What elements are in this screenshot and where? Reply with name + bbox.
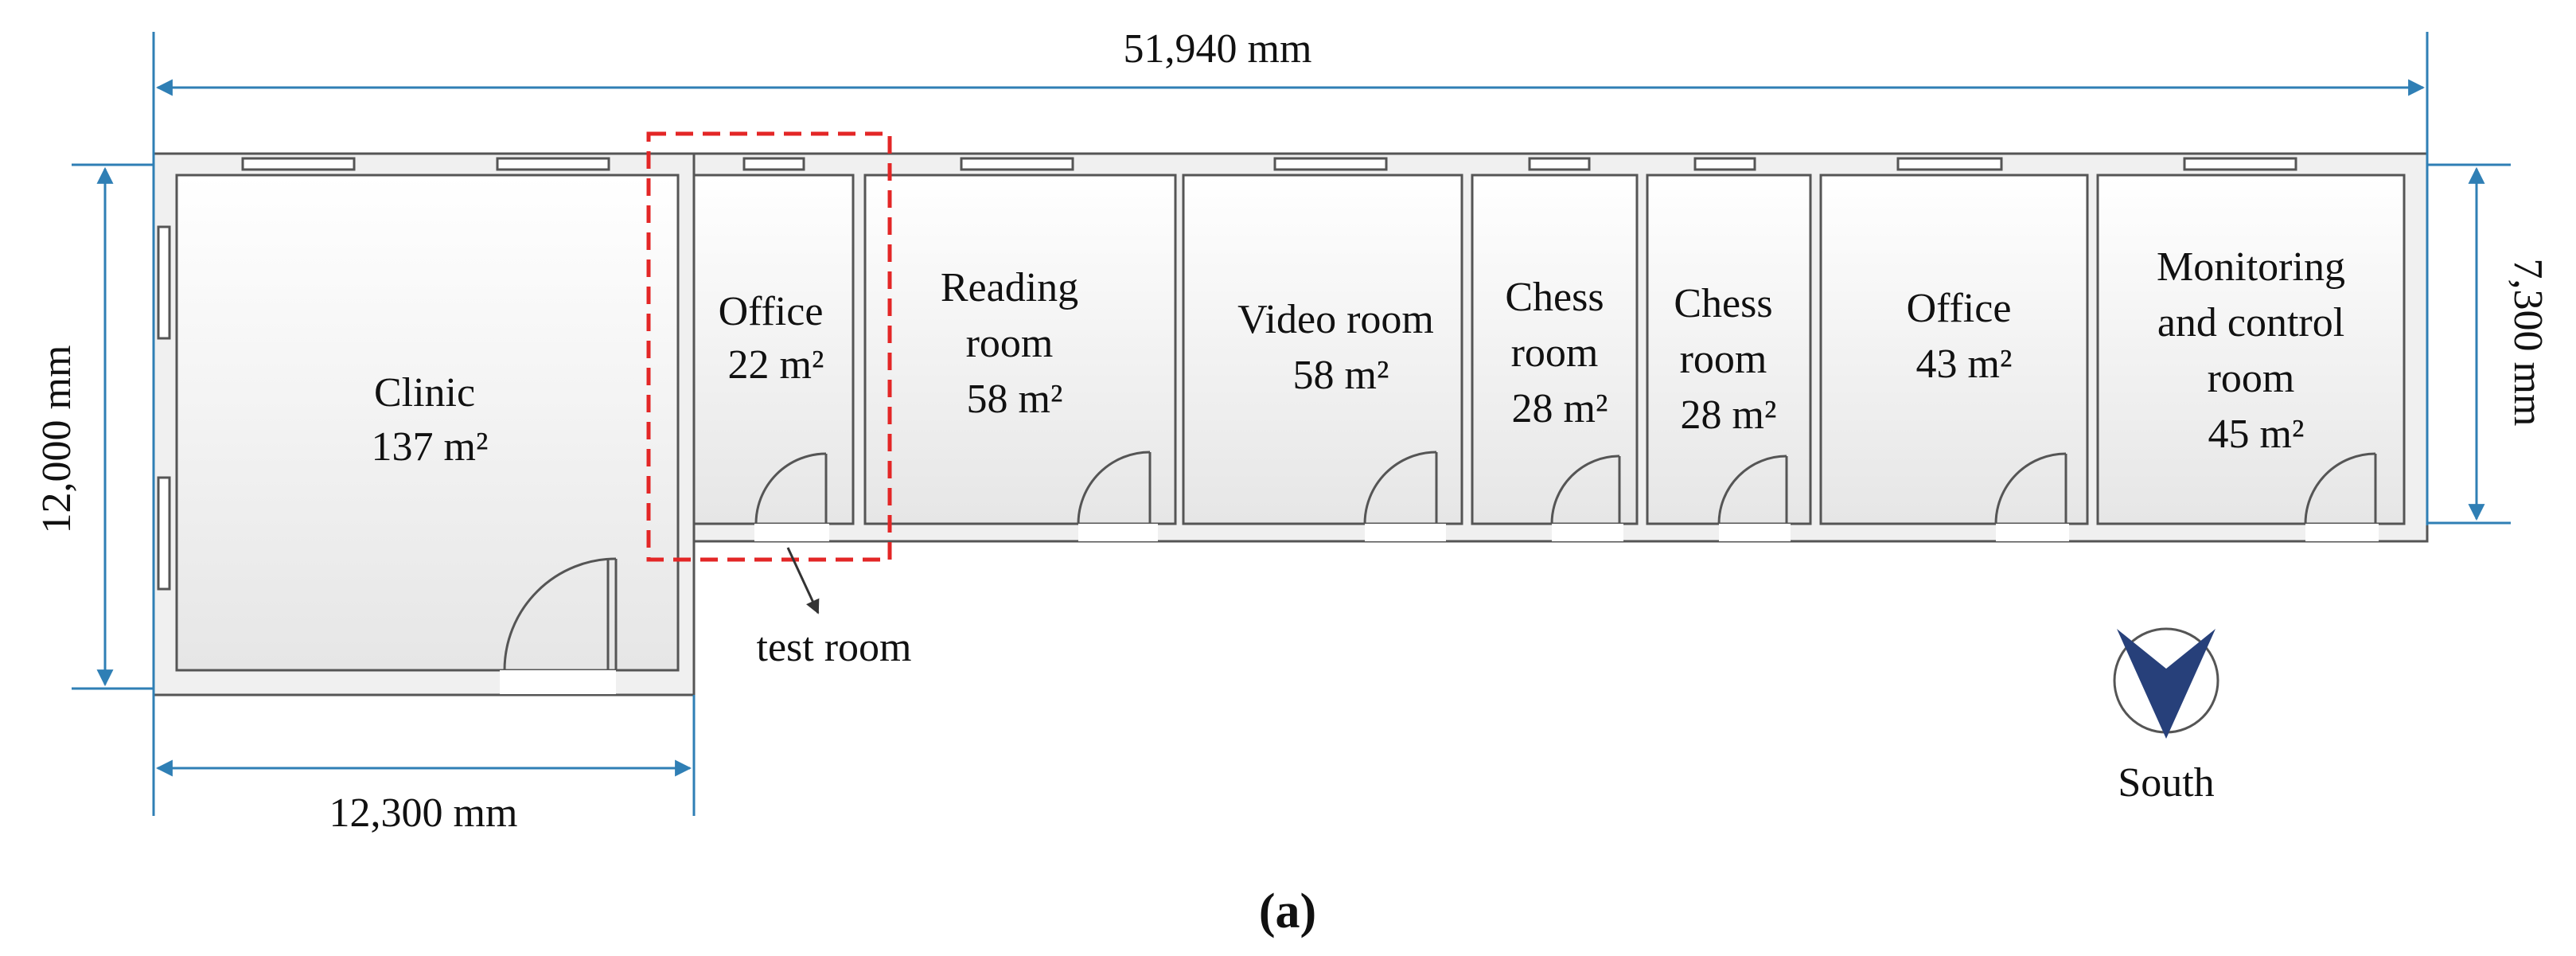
window: [241, 157, 356, 171]
room-label-reading-room: Reading room 58 m²: [941, 265, 1089, 422]
doors: [500, 451, 2379, 694]
window: [1528, 157, 1591, 171]
reading-room-floor: [863, 174, 1177, 525]
total-length-label: 51,940 mm: [1124, 26, 1312, 72]
room-label-video-room: Video room 58 m²: [1237, 297, 1444, 398]
room-labels: Clinic 137 m² Office 22 m² Reading room …: [371, 244, 2356, 470]
window: [2183, 157, 2297, 171]
windows: [157, 157, 2297, 591]
right-height-label: 7,300 mm: [2505, 259, 2551, 427]
room-label-office-2: Office 43 m²: [1907, 286, 2022, 387]
window: [157, 225, 171, 340]
monitoring-room-floor: [2096, 174, 2406, 525]
window: [742, 157, 805, 171]
window: [960, 157, 1074, 171]
window: [157, 476, 171, 591]
room-label-clinic: Clinic 137 m²: [371, 370, 488, 470]
left-height-label: 12,000 mm: [34, 345, 80, 534]
figure-caption: (a): [1259, 884, 1316, 938]
room-label-chess-room-2: Chess room 28 m²: [1674, 281, 1783, 438]
dimension-lines: [72, 32, 2511, 816]
test-room-pointer: [786, 547, 820, 615]
window: [496, 157, 610, 171]
test-room-highlight: [646, 131, 892, 562]
test-room-label: test room: [757, 625, 912, 670]
room-label-monitoring-room: Monitoring and control room 45 m²: [2157, 244, 2356, 457]
window: [1693, 157, 1756, 171]
room-label-chess-room-1: Chess room 28 m²: [1505, 275, 1614, 431]
video-room-floor: [1182, 174, 1463, 525]
building-walls: [152, 152, 2429, 697]
window: [1273, 157, 1388, 171]
clinic-width-label: 12,300 mm: [329, 790, 518, 836]
compass-icon: [2113, 627, 2219, 739]
window: [1896, 157, 2003, 171]
office-2-floor: [1819, 174, 2089, 525]
clinic-floor: [175, 174, 680, 672]
compass-label: South: [2118, 760, 2214, 806]
room-label-office-1: Office 22 m²: [719, 289, 834, 388]
